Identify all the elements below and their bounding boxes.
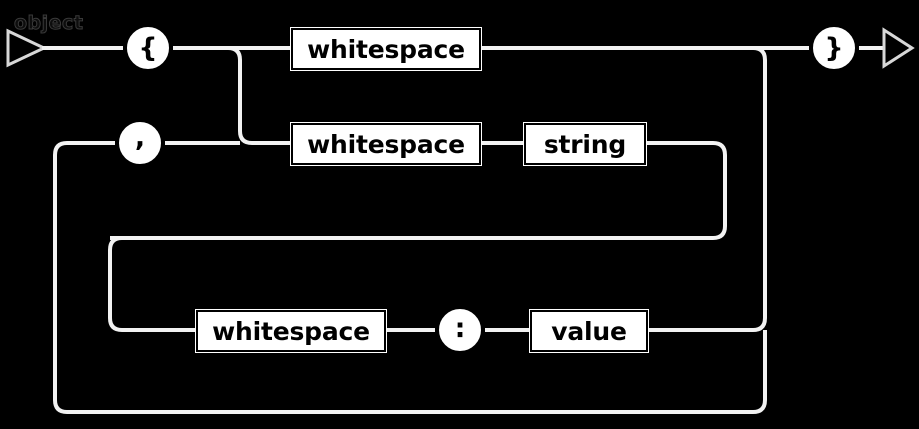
start-marker-icon bbox=[6, 28, 48, 68]
rail-loop-back-to-comma bbox=[53, 141, 767, 414]
nonterminal-whitespace-2-label: whitespace bbox=[307, 129, 465, 159]
nonterminal-whitespace-2[interactable]: whitespace bbox=[290, 122, 482, 166]
nonterminal-value-label: value bbox=[551, 316, 627, 346]
diagram-title: object bbox=[13, 12, 84, 35]
terminal-open-brace-label: { bbox=[138, 32, 158, 64]
nonterminal-value[interactable]: value bbox=[529, 309, 649, 353]
nonterminal-whitespace-1-label: whitespace bbox=[307, 34, 465, 64]
rail-branch-top-to-row2 bbox=[227, 46, 291, 145]
rail-value-to-right-vertical bbox=[648, 46, 767, 332]
terminal-colon-label: : bbox=[454, 313, 466, 344]
nonterminal-string-label: string bbox=[543, 129, 627, 159]
end-arrow-icon bbox=[882, 27, 915, 69]
terminal-comma-label: , bbox=[134, 121, 146, 153]
rail-return-to-row3 bbox=[108, 236, 196, 332]
terminal-comma[interactable]: , bbox=[115, 118, 165, 168]
rail-string-return bbox=[110, 141, 727, 240]
nonterminal-whitespace-1[interactable]: whitespace bbox=[290, 27, 482, 71]
terminal-close-brace-label: } bbox=[824, 32, 844, 64]
nonterminal-string[interactable]: string bbox=[523, 122, 647, 166]
terminal-open-brace[interactable]: { bbox=[123, 23, 173, 73]
terminal-colon[interactable]: : bbox=[435, 305, 485, 355]
nonterminal-whitespace-3-label: whitespace bbox=[212, 316, 370, 346]
terminal-close-brace[interactable]: } bbox=[809, 23, 859, 73]
nonterminal-whitespace-3[interactable]: whitespace bbox=[195, 309, 387, 353]
